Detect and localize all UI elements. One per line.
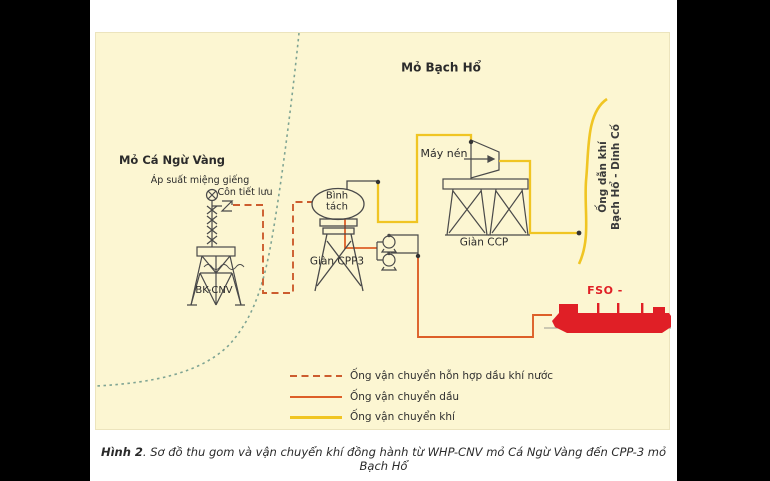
legend-item-oil: Ống vận chuyển dầu: [290, 387, 553, 408]
gas-export-pipeline-curve: [577, 97, 608, 265]
legend-item-mixture: Ống vận chuyển hỗn hợp dầu khí nước: [290, 366, 553, 387]
gas-pipeline-to-export: [499, 159, 578, 235]
gas-export-pipeline-label-line2: Bạch Hổ - Dinh Cố: [610, 124, 622, 230]
figure-panel: Mỏ Cá Ngừ Vàng Áp suất miệng giếng Côn t…: [90, 0, 677, 481]
choke-valve-icon: [212, 200, 234, 212]
choke-label: Côn tiết lưu: [217, 187, 273, 199]
pressure-gauge-icon: [205, 188, 219, 202]
gas-pipeline-to-compressor: [376, 133, 473, 224]
separator-label: Bình tách: [325, 190, 349, 212]
fso-label: FSO -: [587, 284, 623, 298]
cpp3-separator-drawing: [311, 187, 377, 292]
figure-caption: Hình 2. Sơ đồ thu gom và vận chuyển khí …: [90, 445, 677, 473]
ccp-platform-drawing: [442, 178, 530, 236]
field-boundary-line: [96, 33, 300, 387]
fso-tanker-drawing: [552, 303, 671, 333]
platform-cpp3-label: Giàn CPP3: [309, 255, 365, 268]
arrow-icon: [487, 155, 496, 163]
oil-pipeline-to-fso: [417, 256, 552, 338]
legend-label: Ống vận chuyển khí: [350, 411, 455, 424]
oil-pumps-drawing: [376, 233, 419, 271]
compressor-label: Máy nén: [420, 147, 468, 161]
legend-item-gas: Ống vận chuyển khí: [290, 407, 553, 428]
legend-label: Ống vận chuyển hỗn hợp dầu khí nước: [350, 370, 554, 383]
gas-pipe-separator-top: [346, 180, 378, 190]
pipe-junction-dots: [375, 139, 582, 259]
legend-label: Ống vận chuyển dầu: [350, 390, 460, 403]
gas-line-swatch: [290, 416, 342, 419]
figure-caption-text: . Sơ đồ thu gom và vận chuyển khí đồng h…: [142, 445, 667, 473]
process-diagram: [95, 32, 671, 430]
wellhead-pressure-label: Áp suất miệng giếng: [150, 175, 250, 187]
figure-number: Hình 2: [100, 445, 143, 459]
field-label-bach-ho: Mỏ Bạch Hổ: [401, 60, 481, 75]
oil-line-swatch: [290, 395, 342, 398]
platform-ccp-label: Giàn CCP: [459, 236, 509, 249]
mixture-pipeline: [233, 201, 312, 294]
sea-wave-icon: [203, 264, 245, 270]
bk-cnv-platform-drawing: [187, 188, 245, 306]
mixture-line-swatch: [290, 375, 342, 378]
field-label-ca-ngu-vang: Mỏ Cá Ngừ Vàng: [118, 152, 226, 167]
diagram-drawing: [96, 33, 671, 387]
gas-export-pipeline-label: Ống dẫn khí Bạch Hổ - Dinh Cố: [597, 124, 623, 230]
legend: Ống vận chuyển hỗn hợp dầu khí nước Ống …: [290, 366, 553, 428]
gas-export-pipeline-label-line1: Ống dẫn khí: [596, 141, 609, 213]
platform-bkcnv-label: BK-CNV: [195, 284, 233, 296]
compressor-drawing: [464, 139, 500, 179]
